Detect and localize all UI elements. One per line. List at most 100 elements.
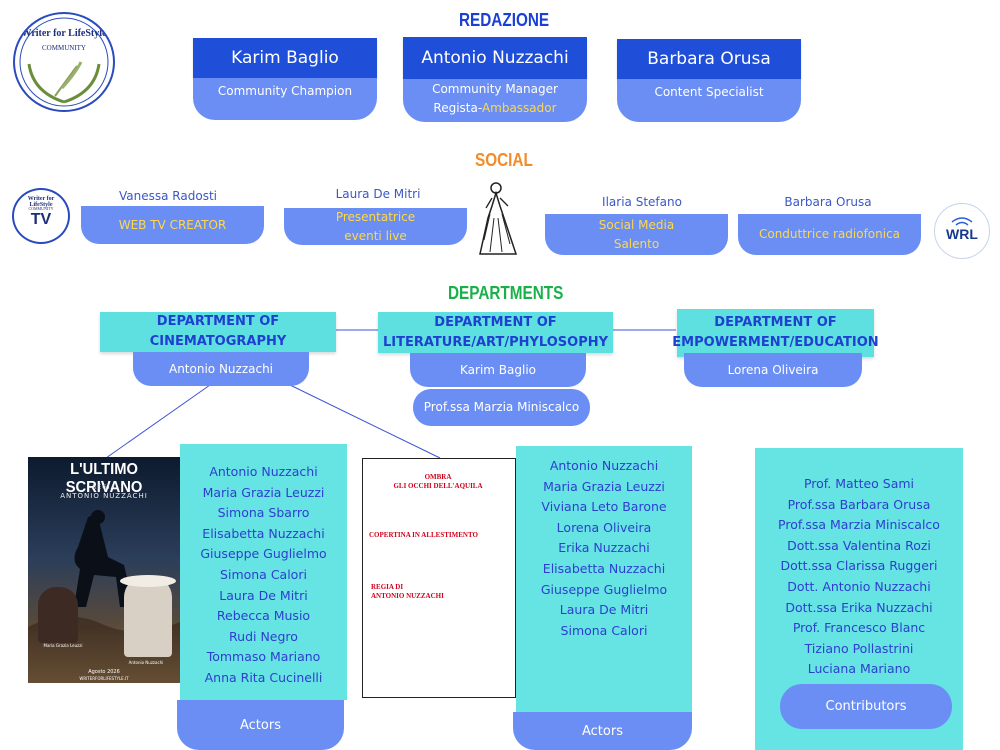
list-item: Simona Calori bbox=[560, 622, 648, 638]
poster-director: ANTONIO NUZZACHI bbox=[60, 492, 148, 500]
woman-figure-illustration bbox=[479, 182, 518, 255]
dept-lead-name: Antonio Nuzzachi bbox=[168, 361, 274, 376]
redazione-card-antonio-role: Community Manager Regista-Ambassador bbox=[403, 79, 587, 122]
list-item: Prof.ssa Barbara Orusa bbox=[787, 496, 931, 512]
woman-photo bbox=[38, 587, 78, 643]
cowboy-hat bbox=[120, 575, 176, 587]
list-item: Viviana Leto Barone bbox=[541, 499, 667, 515]
wrl-radio-logo: WRL bbox=[934, 203, 990, 259]
ombra-line3: COPERTINA IN ALLESTIMENTO bbox=[369, 531, 478, 539]
actors-label-text: Actors bbox=[582, 723, 623, 739]
poster-regia: REGIA bbox=[92, 484, 116, 491]
dept-head-line2: EMPOWERMENT/EDUCATION bbox=[672, 335, 879, 350]
member-name: Barbara Orusa bbox=[647, 49, 771, 69]
dept-lead-name: Lorena Oliveira bbox=[727, 362, 819, 377]
poster-actor-left: Maria Grazia Leuzzi bbox=[43, 643, 83, 648]
actors-list-box-2: Antonio Nuzzachi Maria Grazia Leuzzi Viv… bbox=[516, 446, 692, 712]
list-item: Antonio Nuzzachi bbox=[549, 458, 659, 473]
ombra-line2: GLI OCCHI DELL'AQUILA bbox=[393, 482, 483, 490]
role-line2: eventi live bbox=[344, 228, 407, 243]
role-line1: Presentatrice bbox=[335, 209, 416, 224]
list-item: Laura De Mitri bbox=[219, 587, 308, 603]
member-role: Content Specialist bbox=[654, 85, 764, 99]
ombra-line4: REGIA DI bbox=[371, 583, 404, 591]
contributors-label: Contributors bbox=[780, 684, 952, 729]
logo-text-top: Writer for LifeStyle bbox=[21, 28, 107, 39]
dept-lead2-name: Prof.ssa Marzia Miniscalco bbox=[423, 400, 580, 414]
dept-empowerment-header: DEPARTMENT OF EMPOWERMENT/EDUCATION bbox=[672, 309, 879, 357]
dept-head-line1: DEPARTMENT OF bbox=[434, 314, 557, 330]
dept-head-line2: LITERATURE/ART/PHYLOSOPHY bbox=[382, 334, 609, 350]
list-item: Maria Grazia Leuzzi bbox=[202, 484, 325, 500]
list-item: Simona Sbarro bbox=[217, 505, 310, 521]
tv-logo-text-big: TV bbox=[30, 211, 52, 228]
dept-literature-lead: Karim Baglio bbox=[410, 353, 586, 387]
movie-poster-ultimo-scrivano: L'ULTIMO SCRIVANO REGIA ANTONIO NUZZACHI… bbox=[28, 457, 180, 683]
ombra-line1: OMBRA bbox=[424, 473, 452, 481]
list-item: Anna Rita Cucinelli bbox=[204, 669, 323, 685]
tv-logo: Writer for LifeStyle COMMUNITY TV bbox=[12, 188, 70, 244]
poster-title: L'ULTIMO SCRIVANO bbox=[65, 461, 143, 496]
redazione-card-barbara-role: Content Specialist bbox=[617, 79, 801, 122]
list-item: Tommaso Mariano bbox=[206, 649, 321, 665]
list-item: Luciana Mariano bbox=[807, 661, 911, 677]
logo-text-mid: COMMUNITY bbox=[42, 44, 86, 52]
role-line2: Salento bbox=[613, 236, 660, 251]
community-logo: Writer for LifeStyle COMMUNITY bbox=[13, 12, 115, 112]
contributors-label-text: Contributors bbox=[825, 699, 907, 714]
social-role-laura: Presentatrice eventi live bbox=[284, 208, 467, 245]
member-role-line2: Regista-Ambassador bbox=[403, 99, 587, 118]
social-name-laura: Laura De Mitri bbox=[335, 187, 421, 201]
laurel-icon bbox=[19, 17, 109, 107]
list-item: Elisabetta Nuzzachi bbox=[202, 525, 325, 541]
list-item: Antonio Nuzzachi bbox=[209, 464, 318, 479]
role-text: WEB TV CREATOR bbox=[118, 217, 227, 232]
wrl-logo-text: WRL bbox=[946, 226, 978, 242]
cowboy-photo bbox=[124, 577, 172, 657]
radio-waves-icon bbox=[951, 217, 973, 226]
redazione-title: REDAZIONE bbox=[459, 10, 550, 30]
social-name-ilaria: Ilaria Stefano bbox=[602, 195, 682, 209]
social-title: SOCIAL bbox=[475, 150, 533, 170]
list-item: Rudi Negro bbox=[229, 628, 298, 644]
member-role-line1: Community Manager bbox=[432, 82, 558, 96]
member-role: Community Champion bbox=[217, 84, 353, 98]
list-item: Dott.ssa Erika Nuzzachi bbox=[785, 599, 933, 615]
list-item: Tiziano Pollastrini bbox=[804, 640, 914, 656]
social-role-barbara: Conduttrice radiofonica bbox=[738, 214, 921, 255]
list-item: Erika Nuzzachi bbox=[558, 540, 650, 556]
tv-logo-text-mid: COMMUNITY bbox=[28, 206, 54, 211]
social-name-barbara: Barbara Orusa bbox=[784, 195, 872, 209]
member-role-accent: Ambassador bbox=[481, 101, 557, 115]
contributors-list: Prof. Matteo Sami Prof.ssa Barbara Orusa… bbox=[755, 448, 963, 680]
dept-cinematography-lead: Antonio Nuzzachi bbox=[133, 352, 309, 386]
redazione-card-karim-role: Community Champion bbox=[193, 78, 377, 120]
member-name: Antonio Nuzzachi bbox=[421, 48, 569, 68]
list-item: Laura De Mitri bbox=[559, 602, 649, 618]
actors-label-text: Actors bbox=[240, 717, 281, 733]
list-item: Giuseppe Guglielmo bbox=[540, 581, 668, 597]
dept-literature-lead2: Prof.ssa Marzia Miniscalco bbox=[413, 389, 590, 426]
tv-logo-text-top: Writer for LifeStyle bbox=[27, 196, 55, 208]
social-name-vanessa: Vanessa Radosti bbox=[119, 189, 217, 203]
dept-head-line1: DEPARTMENT OF bbox=[156, 314, 280, 329]
redazione-card-barbara-name: Barbara Orusa bbox=[617, 39, 801, 79]
list-item: Dott.ssa Valentina Rozi bbox=[787, 537, 931, 553]
list-item: Rebecca Musio bbox=[216, 608, 311, 624]
list-item: Prof. Matteo Sami bbox=[803, 476, 915, 491]
actors-label-1: Actors bbox=[177, 700, 344, 750]
poster-date: Agosto 2026 bbox=[88, 669, 120, 675]
actors-label-2: Actors bbox=[513, 712, 692, 750]
list-item: Simona Calori bbox=[220, 566, 307, 582]
list-item: Dott. Antonio Nuzzachi bbox=[787, 578, 931, 594]
list-item: Prof.ssa Marzia Miniscalco bbox=[778, 517, 940, 533]
role-text: Conduttrice radiofonica bbox=[758, 227, 901, 241]
social-role-vanessa: WEB TV CREATOR bbox=[81, 206, 264, 244]
dept-empowerment-lead: Lorena Oliveira bbox=[684, 353, 862, 387]
dept-head-line2: CINEMATOGRAPHY bbox=[149, 334, 287, 349]
list-item: Prof. Francesco Blanc bbox=[792, 620, 926, 636]
redazione-card-antonio-name: Antonio Nuzzachi bbox=[403, 37, 587, 79]
list-item: Giuseppe Guglielmo bbox=[200, 546, 327, 562]
member-name: Karim Baglio bbox=[231, 48, 339, 68]
